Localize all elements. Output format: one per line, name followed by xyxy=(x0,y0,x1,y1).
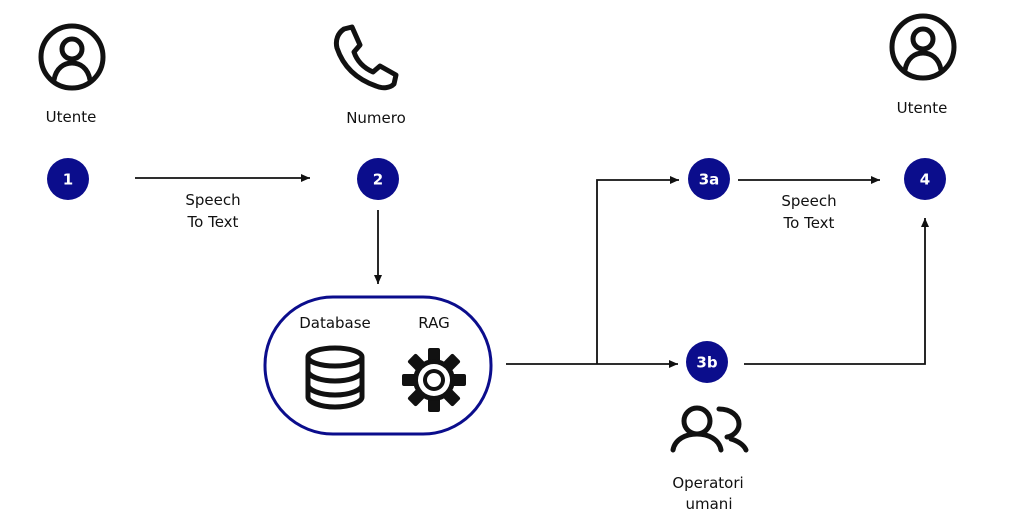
edge-container-3a xyxy=(596,176,679,364)
node-4-circle xyxy=(904,158,946,200)
rag-container xyxy=(263,295,493,436)
stt-1-line1: Speech xyxy=(185,191,240,209)
node-1-label: 1 xyxy=(63,171,73,189)
node-1-circle xyxy=(47,158,89,200)
edge-3b-4 xyxy=(744,218,929,365)
stt-2-line2: To Text xyxy=(783,214,835,232)
node-3b: 3b xyxy=(686,341,728,383)
node-1: 1 xyxy=(47,158,89,200)
node-3a: 3a xyxy=(688,158,730,200)
stt-1-line2: To Text xyxy=(187,213,239,231)
operators-line1: Operatori xyxy=(672,474,743,492)
node-3b-label: 3b xyxy=(696,354,717,372)
user-end-icon xyxy=(889,13,957,81)
node-2: 2 xyxy=(357,158,399,200)
users-icon xyxy=(670,405,749,453)
node-4-label: 4 xyxy=(920,171,930,189)
operators-line2: umani xyxy=(686,495,733,513)
gear-icon xyxy=(402,348,466,412)
node-2-label: 2 xyxy=(373,171,383,189)
user-start-label: Utente xyxy=(46,108,97,126)
node-4: 4 xyxy=(904,158,946,200)
node-3a-circle xyxy=(688,158,730,200)
database-label: Database xyxy=(299,314,371,332)
node-2-circle xyxy=(357,158,399,200)
rag-label: RAG xyxy=(418,314,449,332)
stt-2-line1: Speech xyxy=(781,192,836,210)
number-label: Numero xyxy=(346,109,406,127)
node-3b-circle xyxy=(686,341,728,383)
user-start-icon xyxy=(38,23,106,91)
connectors xyxy=(135,174,929,368)
user-end-label: Utente xyxy=(897,99,948,117)
phone-icon xyxy=(333,24,399,91)
node-3a-label: 3a xyxy=(699,171,720,189)
database-icon xyxy=(305,345,365,410)
